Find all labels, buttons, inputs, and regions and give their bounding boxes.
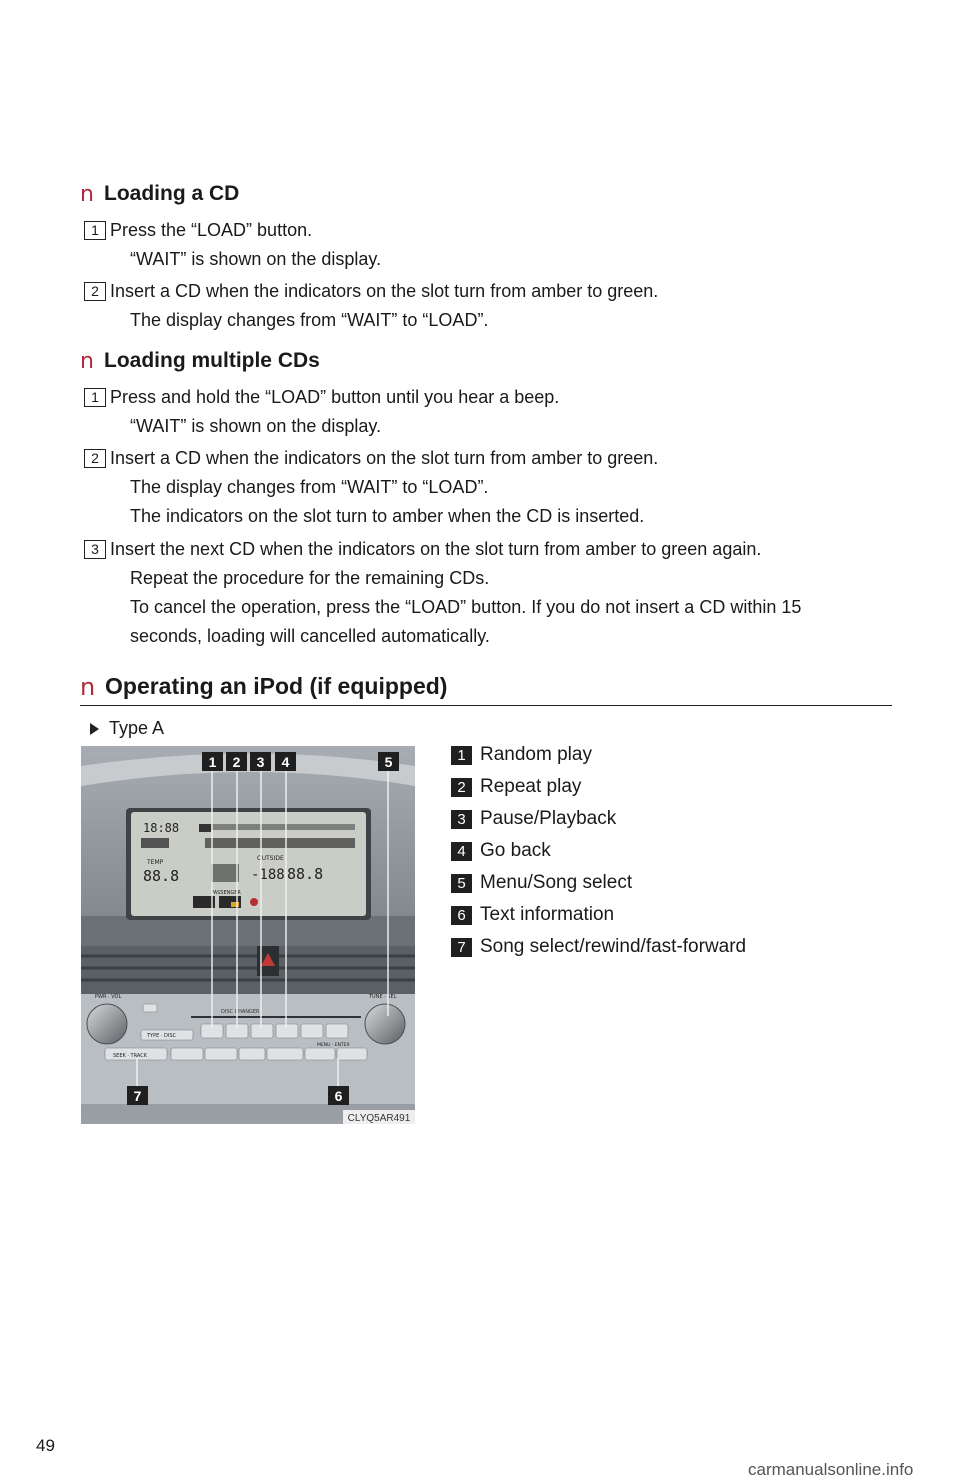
section-bullet: n	[80, 673, 96, 701]
step-detail: Repeat the procedure for the remaining C…	[130, 568, 490, 588]
lcd-passenger-label: PASSENGER	[211, 890, 241, 896]
image-code: CLYQ5AR491	[348, 1113, 411, 1124]
callout-7: 7	[134, 1088, 142, 1104]
legend-badge: 4	[451, 842, 472, 861]
lcd-clock: 18:88	[143, 821, 179, 835]
legend-badge: 7	[451, 938, 472, 957]
pwr-vol-label: PWR · VOL	[95, 994, 121, 1000]
legend-badge: 2	[451, 778, 472, 797]
step-detail: The display changes from “WAIT” to “LOAD…	[130, 310, 489, 330]
audio-panel-photo: 18:88 TEMP 88.8 OUTSIDE -188 88.8 PASSEN…	[81, 746, 415, 1124]
menu-enter-label: MENU · ENTER	[317, 1042, 350, 1048]
section-bullet: n	[80, 349, 94, 374]
callout-4: 4	[282, 754, 290, 770]
lcd-temp-outside: -188	[251, 867, 285, 883]
type-disc-label: TYPE · DISC	[146, 1033, 177, 1039]
legend-label: Text information	[480, 904, 615, 925]
section-title-ipod: Operating an iPod (if equipped)	[105, 673, 448, 699]
audio-panel-illustration: 18:88 TEMP 88.8 OUTSIDE -188 88.8 PASSEN…	[81, 746, 415, 1124]
lcd-temp-right: 88.8	[287, 865, 323, 883]
step-detail: “WAIT” is shown on the display.	[130, 249, 382, 269]
legend-label: Random play	[480, 744, 592, 765]
step-detail: “WAIT” is shown on the display.	[130, 416, 382, 436]
legend-label: Song select/rewind/fast-forward	[480, 936, 747, 957]
seek-track-label: SEEK · TRACK	[113, 1053, 148, 1059]
callout-6: 6	[335, 1088, 343, 1104]
triangle-bullet-icon	[90, 723, 99, 736]
lcd-outside-label: OUTSIDE	[257, 855, 284, 862]
section-title-loading-cd: Loading a CD	[104, 182, 240, 205]
disc-changer-label: DISC CHANGER	[221, 1009, 260, 1015]
legend-label: Repeat play	[480, 776, 582, 797]
step-number: 1	[84, 388, 106, 407]
type-label: Type A	[90, 718, 164, 739]
lcd-temp-left: 88.8	[143, 867, 179, 885]
legend-label: Menu/Song select	[480, 872, 633, 893]
callout-3: 3	[257, 754, 265, 770]
legend-badge: 5	[451, 874, 472, 893]
legend-label: Pause/Playback	[480, 808, 617, 829]
legend-badge: 6	[451, 906, 472, 925]
tune-sel-label: TUNE · SEL	[368, 994, 397, 1000]
type-label-text: Type A	[109, 718, 165, 738]
step-number: 3	[84, 540, 106, 559]
page-number: 49	[36, 1436, 55, 1455]
step-text: Insert the next CD when the indicators o…	[110, 539, 762, 559]
section-rule	[80, 705, 892, 706]
step-detail: To cancel the operation, press the “LOAD…	[130, 597, 802, 617]
legend-badge: 3	[451, 810, 472, 829]
step-detail: The display changes from “WAIT” to “LOAD…	[130, 477, 489, 497]
step-detail: The indicators on the slot turn to amber…	[130, 506, 645, 526]
step-text: Insert a CD when the indicators on the s…	[110, 281, 659, 301]
callout-5: 5	[385, 754, 393, 770]
section-title-loading-multiple: Loading multiple CDs	[104, 349, 320, 372]
callout-2: 2	[233, 754, 241, 770]
legend-label: Go back	[480, 840, 551, 861]
watermark: carmanualsonline.info	[748, 1460, 914, 1479]
step-text: Insert a CD when the indicators on the s…	[110, 448, 659, 468]
legend-badge: 1	[451, 746, 472, 765]
step-number: 2	[84, 449, 106, 468]
callout-1: 1	[209, 754, 217, 770]
section-bullet: n	[80, 182, 94, 207]
lcd-temp-label: TEMP	[146, 859, 164, 866]
step-text: Press and hold the “LOAD” button until y…	[110, 387, 560, 407]
step-detail: seconds, loading will cancelled automati…	[130, 626, 490, 646]
step-number: 2	[84, 282, 106, 301]
step-text: Press the “LOAD” button.	[110, 220, 313, 240]
step-number: 1	[84, 221, 106, 240]
